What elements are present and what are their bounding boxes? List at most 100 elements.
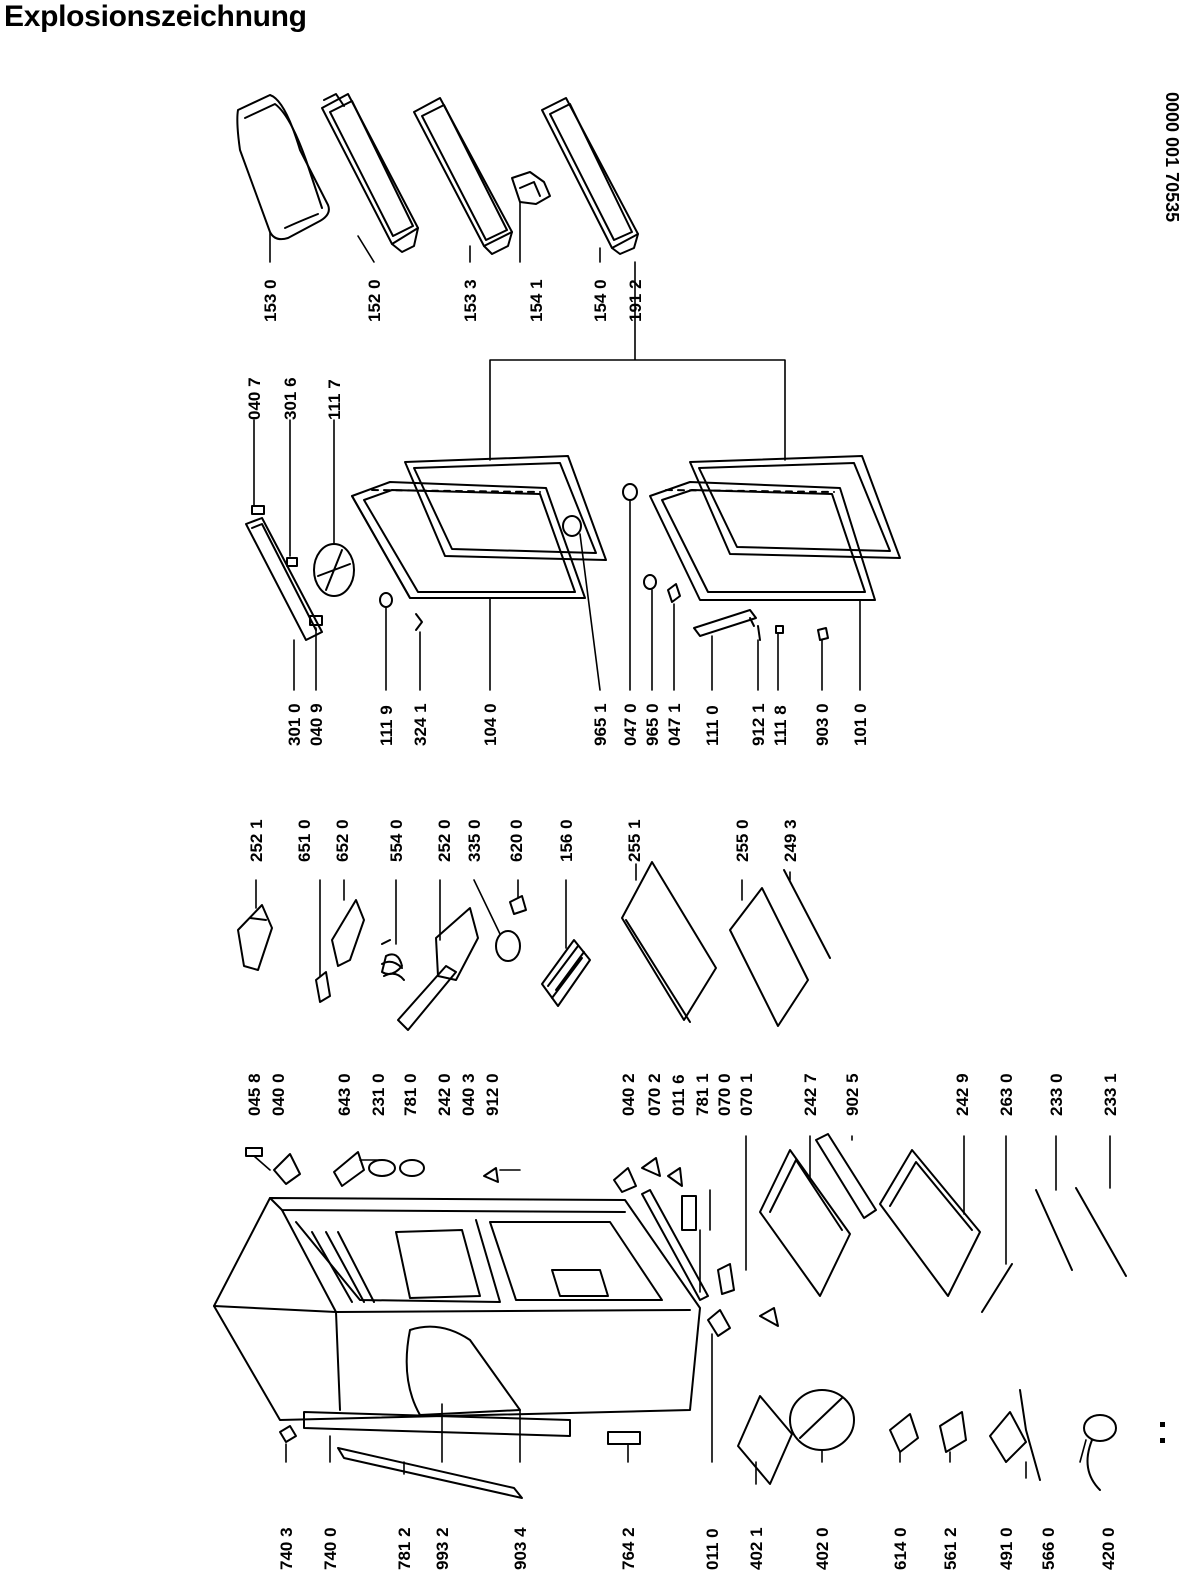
part-label: 040 0 <box>269 1073 288 1116</box>
lamp-cover-6430 <box>333 1151 365 1187</box>
part-label: 233 0 <box>1047 1073 1066 1116</box>
part-label: 965 1 <box>591 703 610 746</box>
part-label: 242 0 <box>435 1073 454 1116</box>
knob-7810 <box>399 1159 425 1177</box>
part-label: 781 2 <box>395 1527 414 1570</box>
pin-0458 <box>245 1147 263 1157</box>
part-label: 104 0 <box>481 703 500 746</box>
part-label: 154 1 <box>527 279 546 322</box>
freezer-door-gasket <box>689 455 901 559</box>
lampholder-6520 <box>331 899 365 967</box>
crisper-2427 <box>759 1149 851 1297</box>
part-label: 040 9 <box>307 703 326 746</box>
rail-2630 <box>981 1263 1013 1313</box>
door-bin-1533 <box>413 97 513 255</box>
part-label: 154 0 <box>591 279 610 322</box>
part-label: 740 0 <box>321 1527 340 1570</box>
part-label: 249 3 <box>781 819 800 862</box>
part-label: 301 6 <box>281 377 300 420</box>
capacitor-4200 <box>1083 1414 1117 1442</box>
fridge-door-gasket <box>404 455 607 561</box>
part-label: 566 0 <box>1039 1527 1058 1570</box>
part-label: 643 0 <box>335 1073 354 1116</box>
part-label: 101 0 <box>851 703 870 746</box>
egg-tray-1560 <box>541 939 591 1007</box>
part-label: 420 0 <box>1099 1527 1118 1570</box>
part-label: 011 0 <box>703 1528 722 1570</box>
insert-0409 <box>309 615 323 626</box>
part-label: 040 2 <box>619 1073 638 1116</box>
freezer-door-1010 <box>649 481 876 601</box>
part-label: 252 1 <box>247 819 266 862</box>
part-label: 402 0 <box>813 1527 832 1570</box>
part-label: 620 0 <box>507 819 526 862</box>
part-label: 324 1 <box>411 703 430 746</box>
part-label: 912 1 <box>749 703 768 746</box>
strip-9025 <box>815 1133 877 1219</box>
page-title: Explosionszeichnung <box>4 0 307 33</box>
seal-2310 <box>368 1159 396 1177</box>
part-label: 781 1 <box>693 1073 712 1116</box>
door-bin-1520 <box>321 93 419 253</box>
pin-9121 <box>757 625 761 641</box>
part-label: 652 0 <box>333 819 352 862</box>
thermostat-housing-2520 <box>435 907 479 981</box>
cap-1119 <box>379 592 393 608</box>
plug-9650 <box>643 574 657 590</box>
foot-0110 <box>707 1309 731 1337</box>
sleeve-7811 <box>681 1195 697 1231</box>
part-label: 965 0 <box>643 703 662 746</box>
control-panel-3010 <box>245 517 323 641</box>
knob-3350 <box>495 930 521 962</box>
plug-9651 <box>562 515 582 537</box>
cap-7403 <box>279 1425 297 1443</box>
screw-0116 <box>667 1167 683 1187</box>
part-label: 047 0 <box>621 703 640 746</box>
part-label: 764 2 <box>619 1527 638 1570</box>
lamp-6510 <box>315 971 331 1003</box>
part-label: 153 0 <box>261 279 280 322</box>
part-label: 011 6 <box>669 1074 688 1116</box>
part-label: 156 0 <box>557 819 576 862</box>
clip-3016 <box>286 557 298 567</box>
part-label: 903 0 <box>813 703 832 746</box>
compressor-4020 <box>789 1389 855 1451</box>
tray-4021 <box>737 1395 793 1485</box>
part-label: 070 2 <box>645 1073 664 1116</box>
cap-9030 <box>817 627 829 641</box>
cover-7812 <box>337 1447 523 1499</box>
spring-3241 <box>415 613 423 631</box>
part-label: 491 0 <box>997 1527 1016 1570</box>
door-bin-1541 <box>511 171 551 205</box>
part-label: 255 1 <box>625 819 644 862</box>
clip-0407 <box>251 505 265 515</box>
part-label: 255 0 <box>733 819 752 862</box>
part-label: 902 5 <box>843 1073 862 1116</box>
part-label: 651 0 <box>295 819 314 862</box>
part-label: 335 0 <box>465 819 484 862</box>
cover-2521 <box>237 904 273 971</box>
compressor-mount-strip <box>303 1411 571 1437</box>
part-label: 993 2 <box>433 1527 452 1570</box>
lamp-cover-strip <box>397 965 457 1031</box>
relay-6140 <box>889 1413 919 1453</box>
bracket-0702 <box>641 1157 661 1177</box>
rail-2331 <box>1075 1187 1127 1277</box>
part-label: 111 7 <box>325 379 344 420</box>
part-label: 242 9 <box>953 1073 972 1116</box>
screw-0110b <box>759 1307 779 1327</box>
plug-0470 <box>622 483 638 501</box>
part-label: 263 0 <box>997 1073 1016 1116</box>
part-label: 111 8 <box>771 705 790 746</box>
glass-shelf-2551 <box>621 861 717 1021</box>
part-label: 153 3 <box>461 279 480 322</box>
glass-shelf-2550 <box>729 887 809 1027</box>
cabinet-body <box>213 1197 701 1421</box>
part-label: 070 0 <box>715 1073 734 1116</box>
part-label: 781 0 <box>401 1073 420 1116</box>
door-bin-1540 <box>541 97 639 255</box>
part-label: 903 4 <box>511 1527 530 1570</box>
part-label: 561 2 <box>941 1527 960 1570</box>
hinge-1110 <box>693 609 757 637</box>
